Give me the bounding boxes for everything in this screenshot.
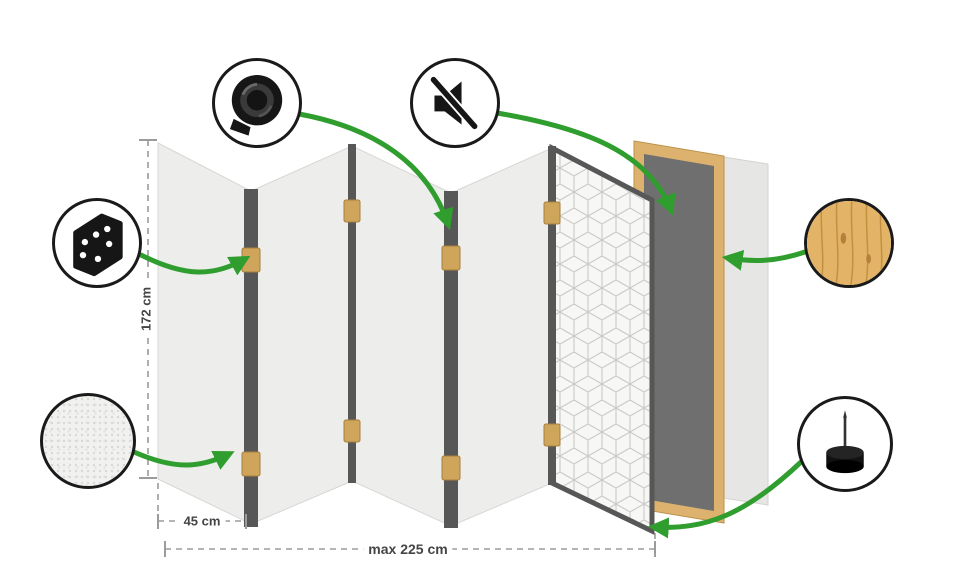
panel-edge xyxy=(348,144,356,483)
geometric-pattern-face xyxy=(549,143,655,535)
panel-4 xyxy=(450,147,553,527)
wooden-hinge xyxy=(543,201,561,225)
callout-sound-dampening xyxy=(410,58,500,148)
wooden-hinge xyxy=(343,419,361,443)
callout-arrows xyxy=(131,110,808,539)
panel-edge xyxy=(548,146,556,485)
arrow-hinge-to-panel-fold xyxy=(138,252,251,276)
wooden-hinge xyxy=(543,423,561,447)
wooden-hinge xyxy=(441,245,461,271)
callout-fleece-material xyxy=(40,393,136,489)
callout-hinge xyxy=(52,198,142,288)
callout-wood-material xyxy=(804,198,894,288)
callout-felt-foot xyxy=(797,396,893,492)
arrow-mute-to-acoustic-panel xyxy=(494,110,676,216)
arrow-wood-to-frame xyxy=(721,249,808,271)
panel-fold-edges xyxy=(244,144,556,528)
panel-1 xyxy=(157,142,252,525)
wooden-hinge xyxy=(343,199,361,223)
felt-foot-pin-icon xyxy=(826,410,864,474)
arrow-fleece-to-panel xyxy=(131,449,235,470)
total-width-dimension-label: max 225 cm xyxy=(363,540,453,558)
muted-speaker-icon xyxy=(428,75,480,131)
wooden-hinge xyxy=(441,455,461,481)
panel-width-dimension-label: 45 cm xyxy=(178,512,226,530)
wooden-hinges xyxy=(241,199,561,481)
arrow-foot-to-base xyxy=(647,459,804,539)
hinge-icon xyxy=(73,213,123,277)
adhesive-tape-icon xyxy=(229,75,283,136)
wood-texture-icon xyxy=(807,201,891,285)
arrow-tape-to-hinge xyxy=(296,111,454,230)
panel-2 xyxy=(250,145,353,525)
panel-3 xyxy=(351,145,452,527)
acoustic-core xyxy=(644,154,714,511)
screen-panels xyxy=(157,142,553,527)
wooden-hinge xyxy=(241,451,261,477)
height-dimension-label: 172 cm xyxy=(137,281,155,337)
panel-edge xyxy=(444,191,458,528)
callout-adhesive-tape xyxy=(212,58,302,148)
patterned-front-panel xyxy=(549,143,655,535)
